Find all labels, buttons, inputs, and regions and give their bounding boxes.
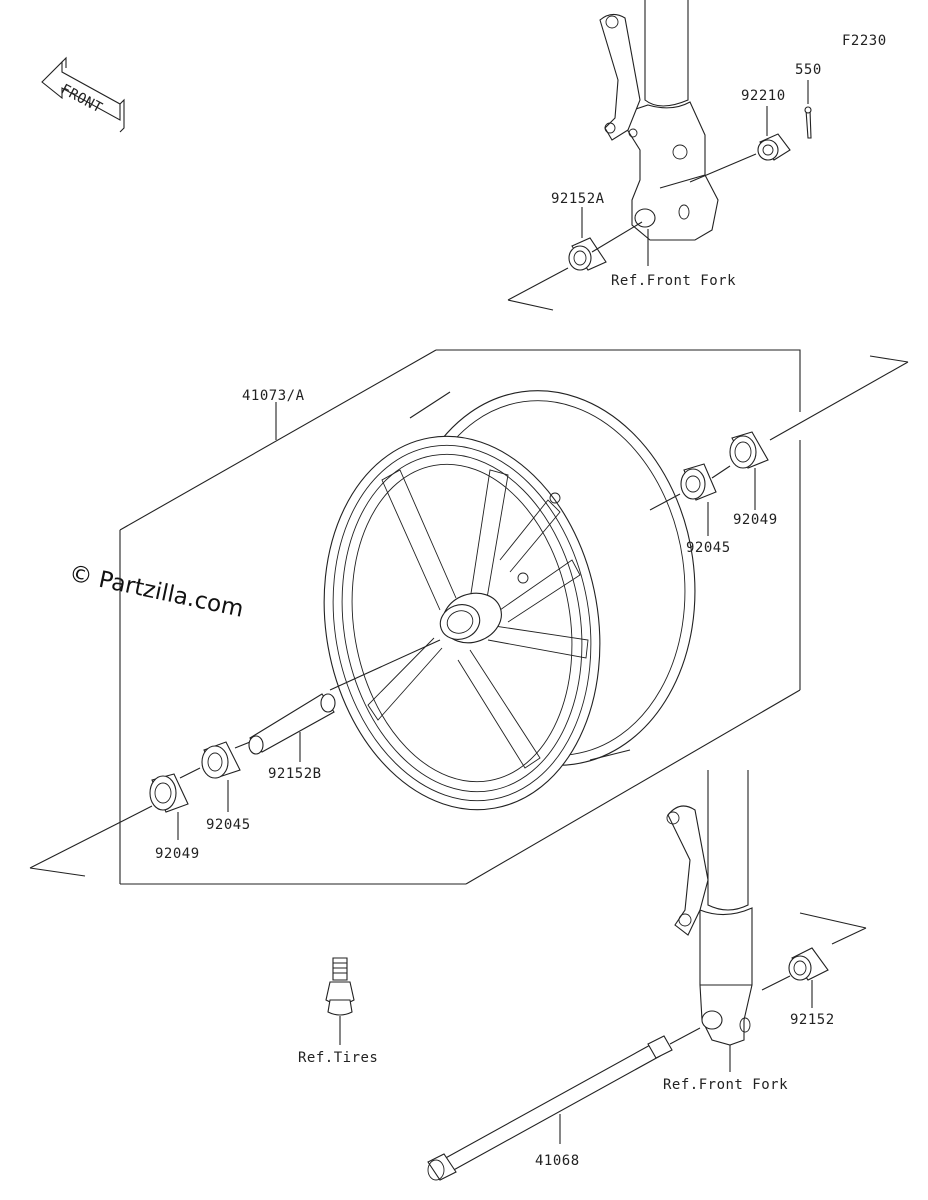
label-92045-right: 92045 xyxy=(686,540,731,556)
bearing-92045-right xyxy=(680,463,717,501)
spacer-92152A xyxy=(568,237,607,271)
cotter-pin-550 xyxy=(804,106,812,139)
label-92152: 92152 xyxy=(790,1012,835,1028)
label-41068: 41068 xyxy=(535,1153,580,1169)
nut-92210 xyxy=(757,133,791,161)
label-ref-tires: Ref.Tires xyxy=(298,1050,378,1066)
label-92049-left: 92049 xyxy=(155,846,200,862)
spacer-92152 xyxy=(788,947,829,981)
label-92045-left: 92045 xyxy=(206,817,251,833)
label-92049-right: 92049 xyxy=(733,512,778,528)
label-92152A: 92152A xyxy=(551,191,605,207)
label-ref-front-fork-bottom: Ref.Front Fork xyxy=(663,1077,788,1093)
bearing-92045-left xyxy=(201,741,241,779)
label-92210: 92210 xyxy=(741,88,786,104)
watermark: © Partzilla.com xyxy=(67,560,246,622)
label-92152B: 92152B xyxy=(268,766,322,782)
front-wheel xyxy=(323,390,696,811)
label-41073A: 41073/A xyxy=(242,388,305,404)
diagram-code: F2230 xyxy=(842,33,887,49)
tire-valve-icon xyxy=(325,957,355,1016)
axle-41068 xyxy=(427,1035,673,1181)
front-direction-arrow-icon: FRONT xyxy=(41,56,125,133)
label-550: 550 xyxy=(795,62,822,78)
bottom-front-fork xyxy=(666,770,753,1046)
spacer-tube-92152B xyxy=(248,693,336,755)
top-front-fork xyxy=(599,0,719,241)
label-ref-front-fork-top: Ref.Front Fork xyxy=(611,273,736,289)
seal-92049-left xyxy=(149,773,189,813)
seal-92049-right xyxy=(729,431,769,469)
